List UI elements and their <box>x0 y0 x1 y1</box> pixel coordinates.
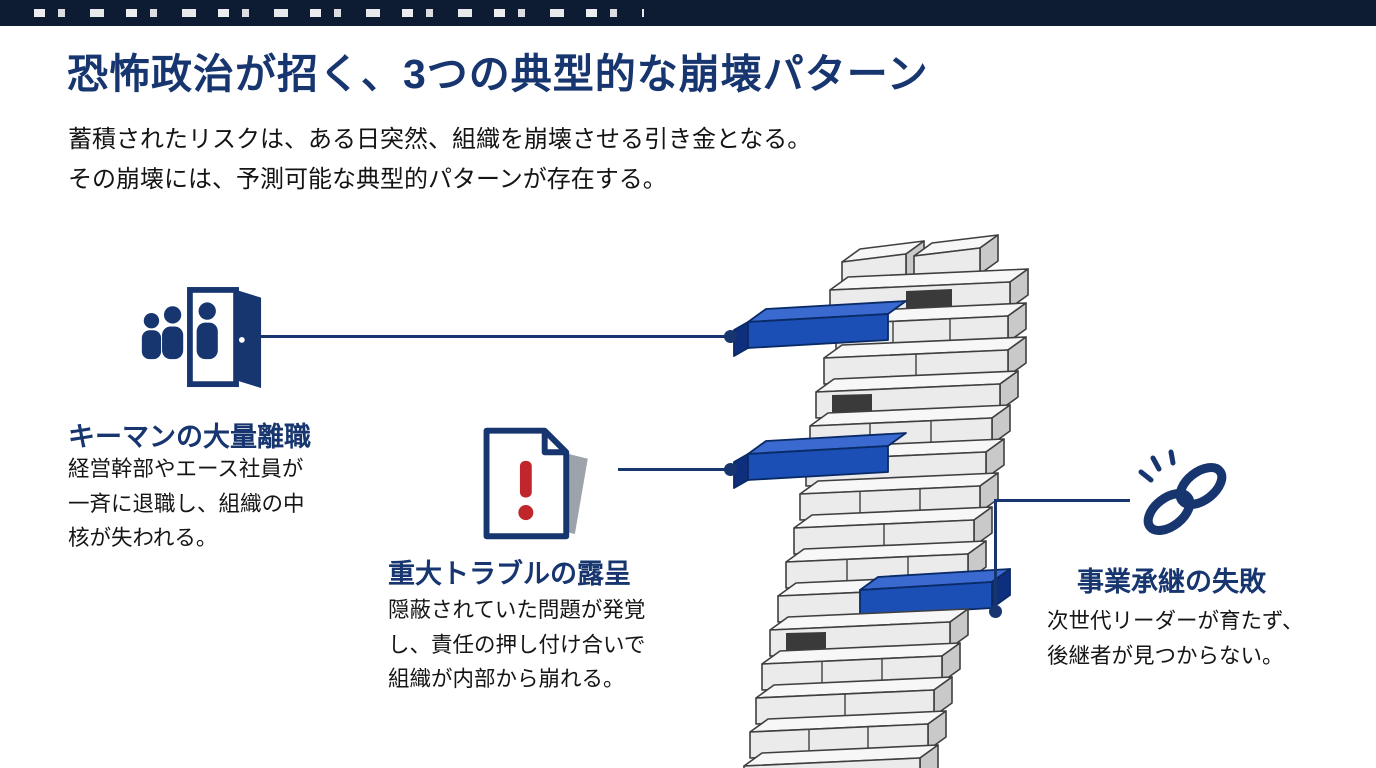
people-exiting-door-icon <box>141 287 262 388</box>
callout-heading-trouble-exposure: 重大トラブルの露呈 <box>388 559 631 589</box>
blue-block-2 <box>733 432 907 489</box>
body-line: 核が失われる。 <box>68 526 218 550</box>
callout-body-trouble-exposure: 隠蔽されていた問題が発覚 し、責任の押し付け合いで 組織が内部から崩れる。 <box>388 593 645 697</box>
body-line: 後継者が見つからない。 <box>1047 643 1284 668</box>
blue-block-1 <box>733 300 907 357</box>
body-line: し、責任の押し付け合いで <box>388 632 646 657</box>
connector-dot-2 <box>724 463 737 476</box>
connector-line-3 <box>994 499 1130 502</box>
page-subtitle: 蓄積されたリスクは、ある日突然、組織を崩壊させる引き金となる。 その崩壊には、予… <box>68 120 811 200</box>
callout-heading-succession-failure: 事業承継の失敗 <box>1077 567 1266 597</box>
body-line: 組織が内部から崩れる。 <box>388 667 625 691</box>
connector-dot-1 <box>724 330 737 343</box>
connector-dot-3 <box>989 605 1002 618</box>
callout-body-succession-failure: 次世代リーダーが育たず、 後継者が見つからない。 <box>1047 604 1304 673</box>
jenga-tower-illustration <box>733 234 1029 768</box>
connector-line-2 <box>618 468 730 471</box>
connector-line-3-vertical <box>994 499 997 611</box>
callout-body-mass-resignation: 経営幹部やエース社員が 一斉に退職し、組織の中 核が失われる。 <box>68 452 305 556</box>
broken-chain-icon <box>1138 449 1227 535</box>
subtitle-line-1: 蓄積されたリスクは、ある日突然、組織を崩壊させる引き金となる。 <box>68 126 812 153</box>
page-title: 恐怖政治が招く、3つの典型的な崩壊パターン <box>67 51 929 97</box>
alert-document-icon <box>483 427 588 540</box>
body-line: 経営幹部やエース社員が <box>68 457 304 481</box>
blue-block-3 <box>859 568 1011 617</box>
body-line: 次世代リーダーが育たず、 <box>1047 609 1304 633</box>
top-bar <box>0 0 1376 26</box>
subtitle-line-2: その崩壊には、予測可能な典型的パターンが存在する。 <box>68 166 667 193</box>
topbar-text-strip <box>34 9 644 17</box>
body-line: 一斉に退職し、組織の中 <box>68 491 305 516</box>
body-line: 隠蔽されていた問題が発覚 <box>388 598 646 622</box>
connector-line-1 <box>260 335 730 338</box>
callout-heading-mass-resignation: キーマンの大量離職 <box>68 422 311 452</box>
